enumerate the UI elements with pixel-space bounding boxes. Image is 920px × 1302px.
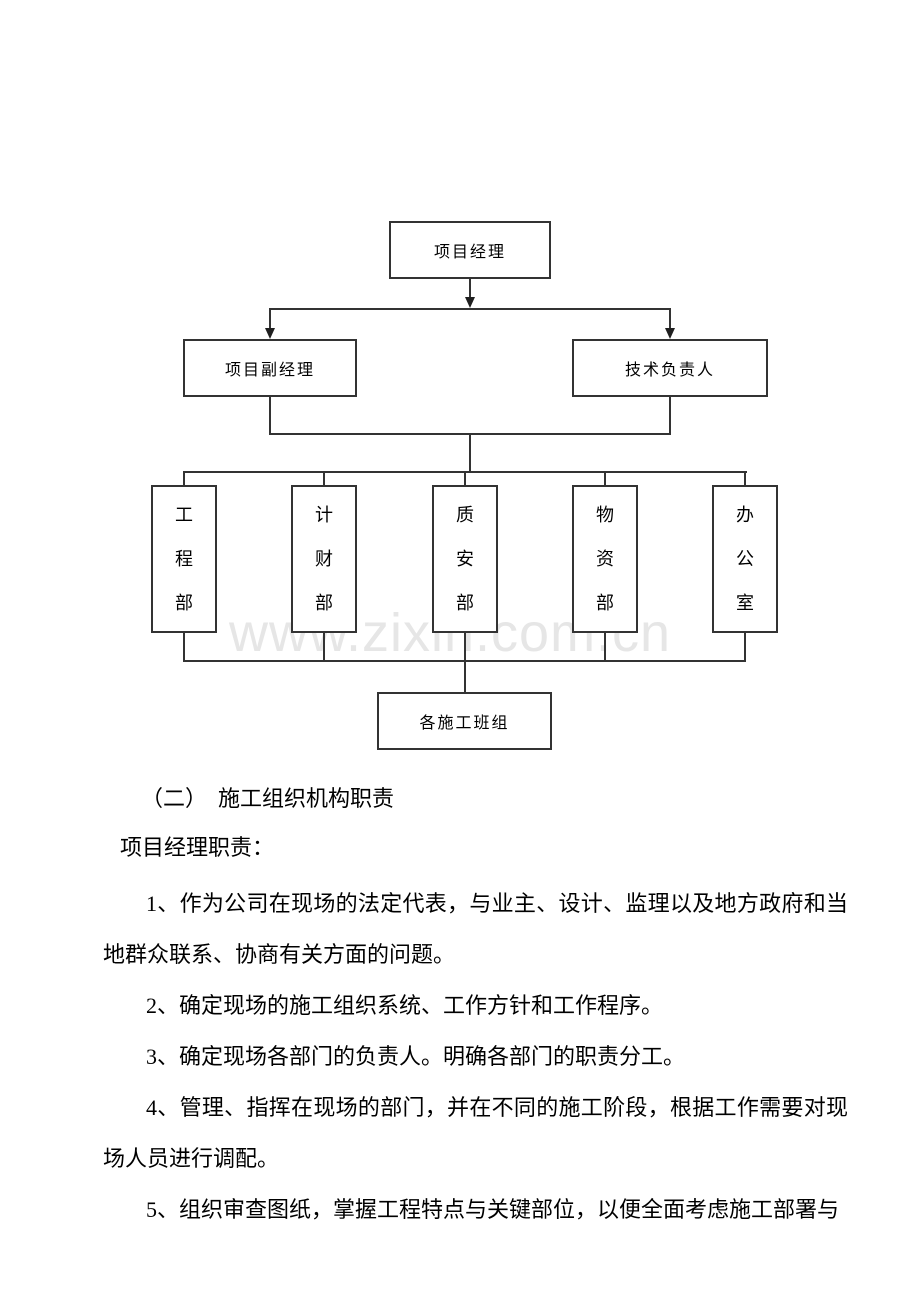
connector-line (269, 397, 271, 435)
arrow-down-icon (665, 328, 675, 339)
connector-line (744, 473, 746, 485)
connector-line (744, 633, 746, 662)
connector-line (469, 435, 471, 473)
org-box-deputy-manager-label: 项目副经理 (224, 362, 315, 379)
org-box-dept-office: 办公室 (712, 485, 778, 633)
connector-line (269, 308, 671, 310)
org-box-deputy-manager: 项目副经理 (183, 339, 357, 397)
org-box-technical-director-label: 技术负责人 (624, 362, 715, 379)
connector-line (183, 660, 746, 662)
org-box-construction-crews-label: 各施工班组 (419, 715, 510, 732)
org-box-dept-materials: 物资部 (572, 485, 638, 633)
connector-line (183, 473, 185, 485)
duty-paragraph-2: 2、确定现场的施工组织系统、工作方针和工作程序。 (146, 993, 664, 1018)
connector-line (464, 633, 466, 662)
duty-paragraph-4: 4、管理、指挥在现场的部门，并在不同的施工阶段，根据工作需要对现场人员进行调配。 (103, 1095, 848, 1171)
connector-line (183, 471, 747, 473)
org-box-dept-planning-finance: 计财部 (291, 485, 357, 633)
arrow-down-icon (465, 297, 475, 308)
connector-line (323, 633, 325, 662)
duty-paragraph-1: 1、作为公司在现场的法定代表，与业主、设计、监理以及地方政府和当地群众联系、协商… (103, 891, 848, 967)
section-heading: （二） 施工组织机构职责 (141, 786, 395, 811)
org-box-project-manager: 项目经理 (389, 221, 551, 279)
connector-line (269, 310, 271, 328)
duty-paragraph-5: 5、组织审查图纸，掌握工程特点与关键部位，以便全面考虑施工部署与 (146, 1197, 840, 1222)
subsection-heading: 项目经理职责： (120, 835, 275, 860)
arrow-down-icon (265, 328, 275, 339)
connector-line (669, 397, 671, 435)
connector-line (269, 433, 671, 435)
connector-line (323, 473, 325, 485)
org-box-construction-crews: 各施工班组 (377, 692, 552, 750)
org-box-dept-engineering: 工程部 (151, 485, 217, 633)
connector-line (464, 473, 466, 485)
connector-line (604, 633, 606, 662)
org-box-technical-director: 技术负责人 (572, 339, 768, 397)
connector-line (183, 633, 185, 662)
org-box-project-manager-label: 项目经理 (433, 244, 506, 261)
document-body: 1、作为公司在现场的法定代表，与业主、设计、监理以及地方政府和当地群众联系、协商… (103, 878, 848, 1235)
duty-paragraph-3: 3、确定现场各部门的负责人。明确各部门的职责分工。 (146, 1044, 686, 1069)
connector-line (669, 310, 671, 328)
org-box-dept-quality-safety: 质安部 (432, 485, 498, 633)
connector-line (464, 662, 466, 692)
connector-line (469, 279, 471, 298)
connector-line (604, 473, 606, 485)
